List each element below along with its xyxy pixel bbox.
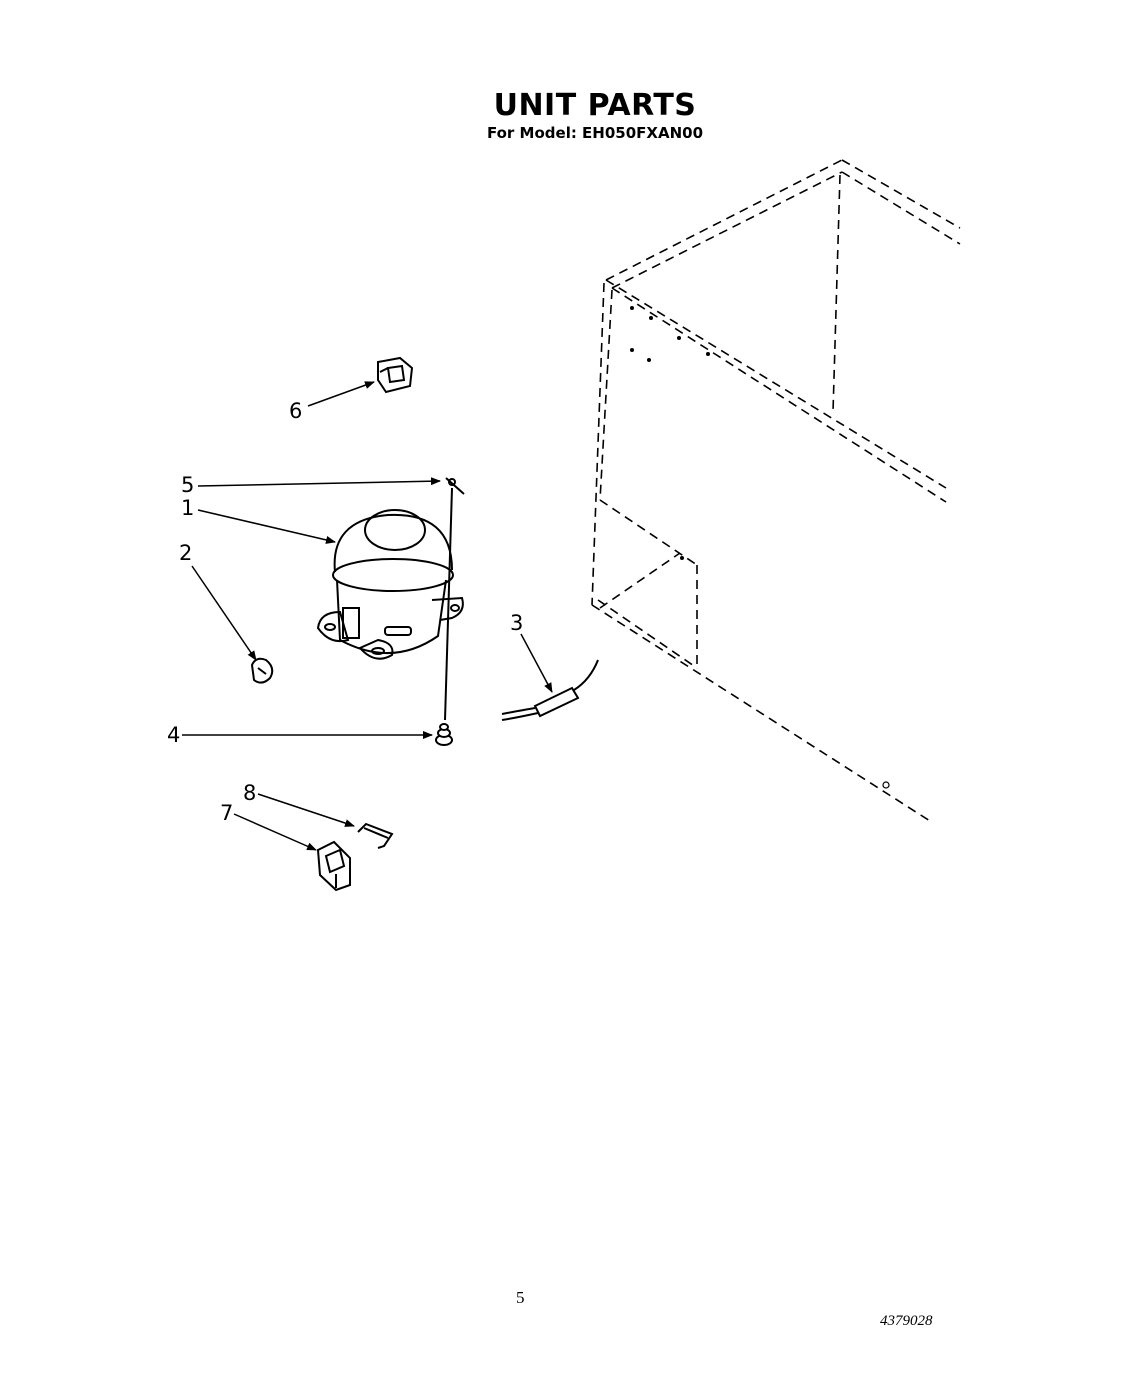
page-title: UNIT PARTS: [493, 88, 697, 123]
cabinet-holes: [630, 306, 890, 789]
clip-part-2: [250, 657, 274, 684]
cabinet-outline: [591, 159, 961, 822]
dryer-tube-part-3: [501, 659, 599, 721]
fitting-part-5: [445, 477, 465, 495]
callout-label-3: 3: [510, 611, 523, 635]
callout-label-7: 7: [220, 801, 233, 825]
callout-label-1: 1: [181, 496, 194, 520]
cover-part-7: [316, 840, 351, 892]
callout-labels: 1 2 3 4 5 6 7 8: [167, 399, 523, 825]
relay-part-6: [377, 356, 414, 394]
callout-leader-lines: [182, 381, 553, 851]
model-subtitle: For Model: EH050FXAN00: [486, 124, 704, 142]
grommet-part-4: [435, 723, 453, 746]
callout-label-4: 4: [167, 723, 180, 747]
callout-label-6: 6: [289, 399, 302, 423]
compressor-drawing: [316, 487, 464, 721]
page-number: 5: [516, 1288, 525, 1307]
callout-label-5: 5: [181, 473, 194, 497]
callout-label-8: 8: [243, 781, 256, 805]
document-number: 4379028: [880, 1313, 933, 1329]
callout-label-2: 2: [179, 541, 192, 565]
wire-clip-part-8: [357, 822, 394, 849]
